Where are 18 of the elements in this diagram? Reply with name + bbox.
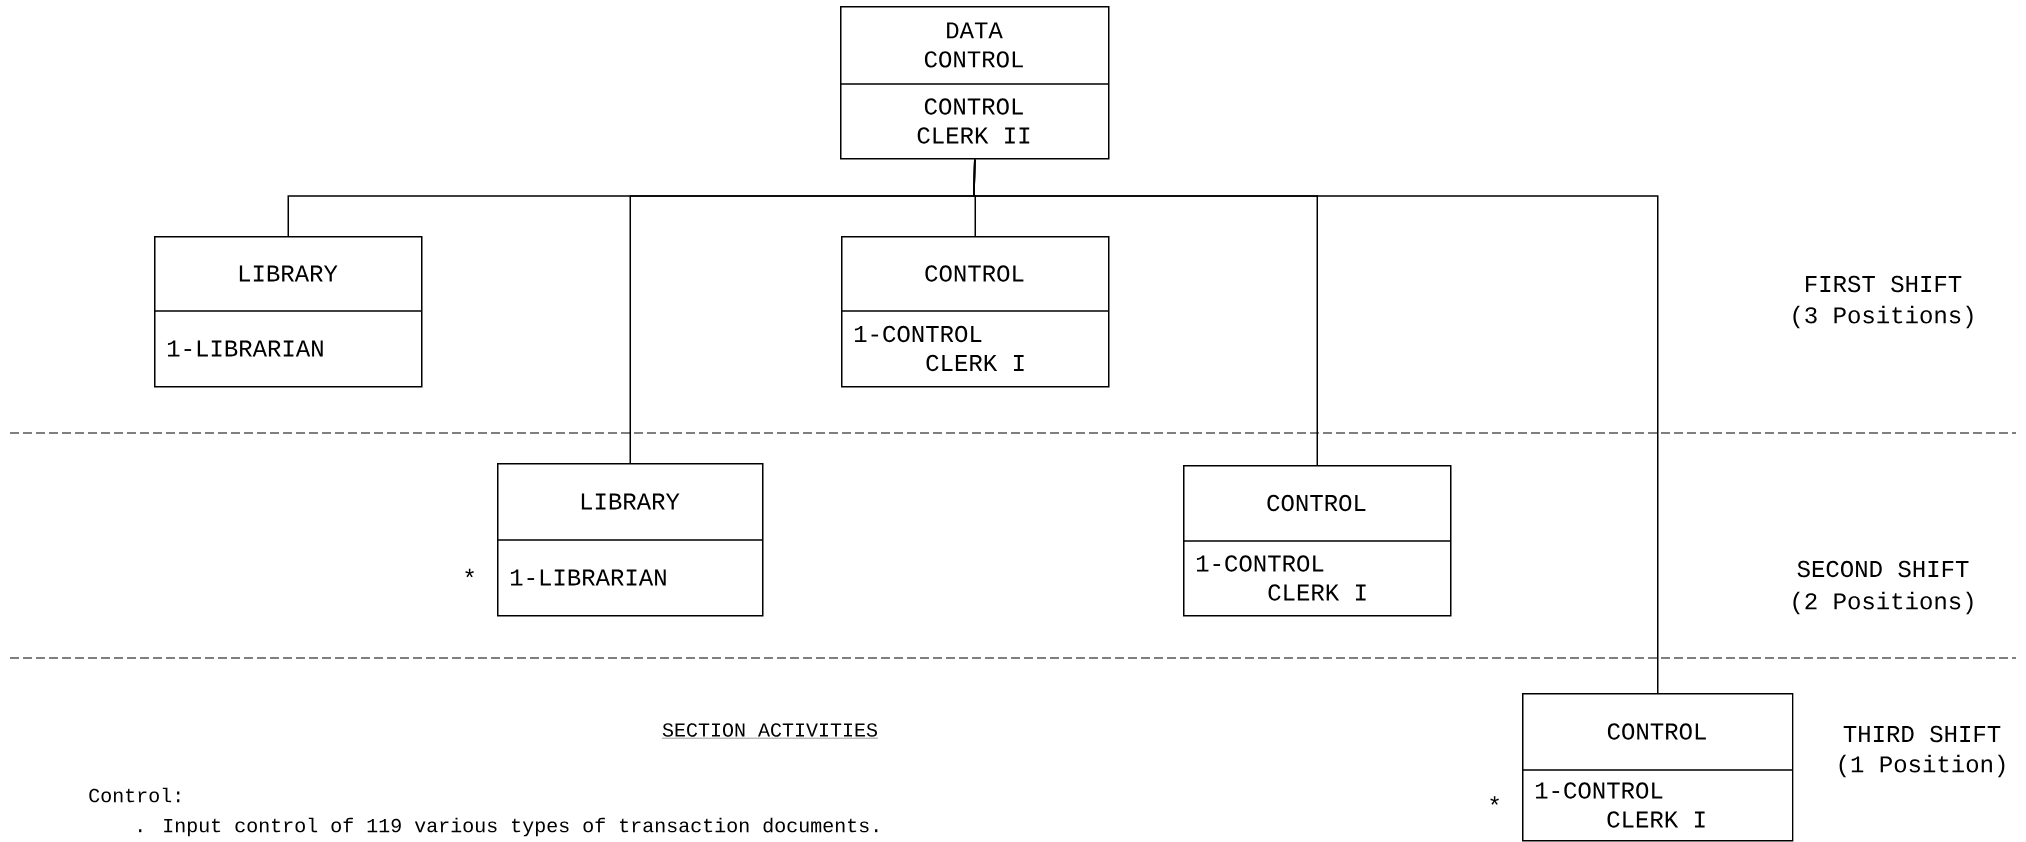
activity-item: . Input control of 119 various types of transaction documents.: [139, 817, 878, 837]
shift-label: FIRST SHIFT: [1806, 275, 1962, 293]
position-box: CONTROL 1-CONTROL CLERK I: [1521, 693, 1794, 842]
position-box: LIBRARY 1-LIBRARIAN: [496, 463, 764, 617]
shift-label: THIRD SHIFT: [1843, 725, 2001, 743]
position-box: LIBRARY 1-LIBRARIAN: [153, 236, 423, 388]
asterisk: *: [465, 568, 474, 578]
shift-label: SECOND SHIFT: [1797, 560, 1969, 578]
position-count: (1 Position): [1839, 754, 2005, 778]
section-label: Control:: [89, 787, 180, 803]
position-box: CONTROL 1-CONTROL CLERK I: [1182, 465, 1452, 617]
connector-line: [973, 158, 1659, 694]
section-heading: SECTION ACTIVITIES: [661, 723, 879, 739]
asterisk: *: [1490, 796, 1499, 805]
position-box: DATA CONTROL CONTROL CLERK II: [839, 6, 1110, 160]
position-box: CONTROL 1-CONTROL CLERK I: [840, 236, 1110, 388]
position-count: (2 Positions): [1793, 591, 1973, 615]
position-count: (3 Positions): [1793, 305, 1973, 329]
